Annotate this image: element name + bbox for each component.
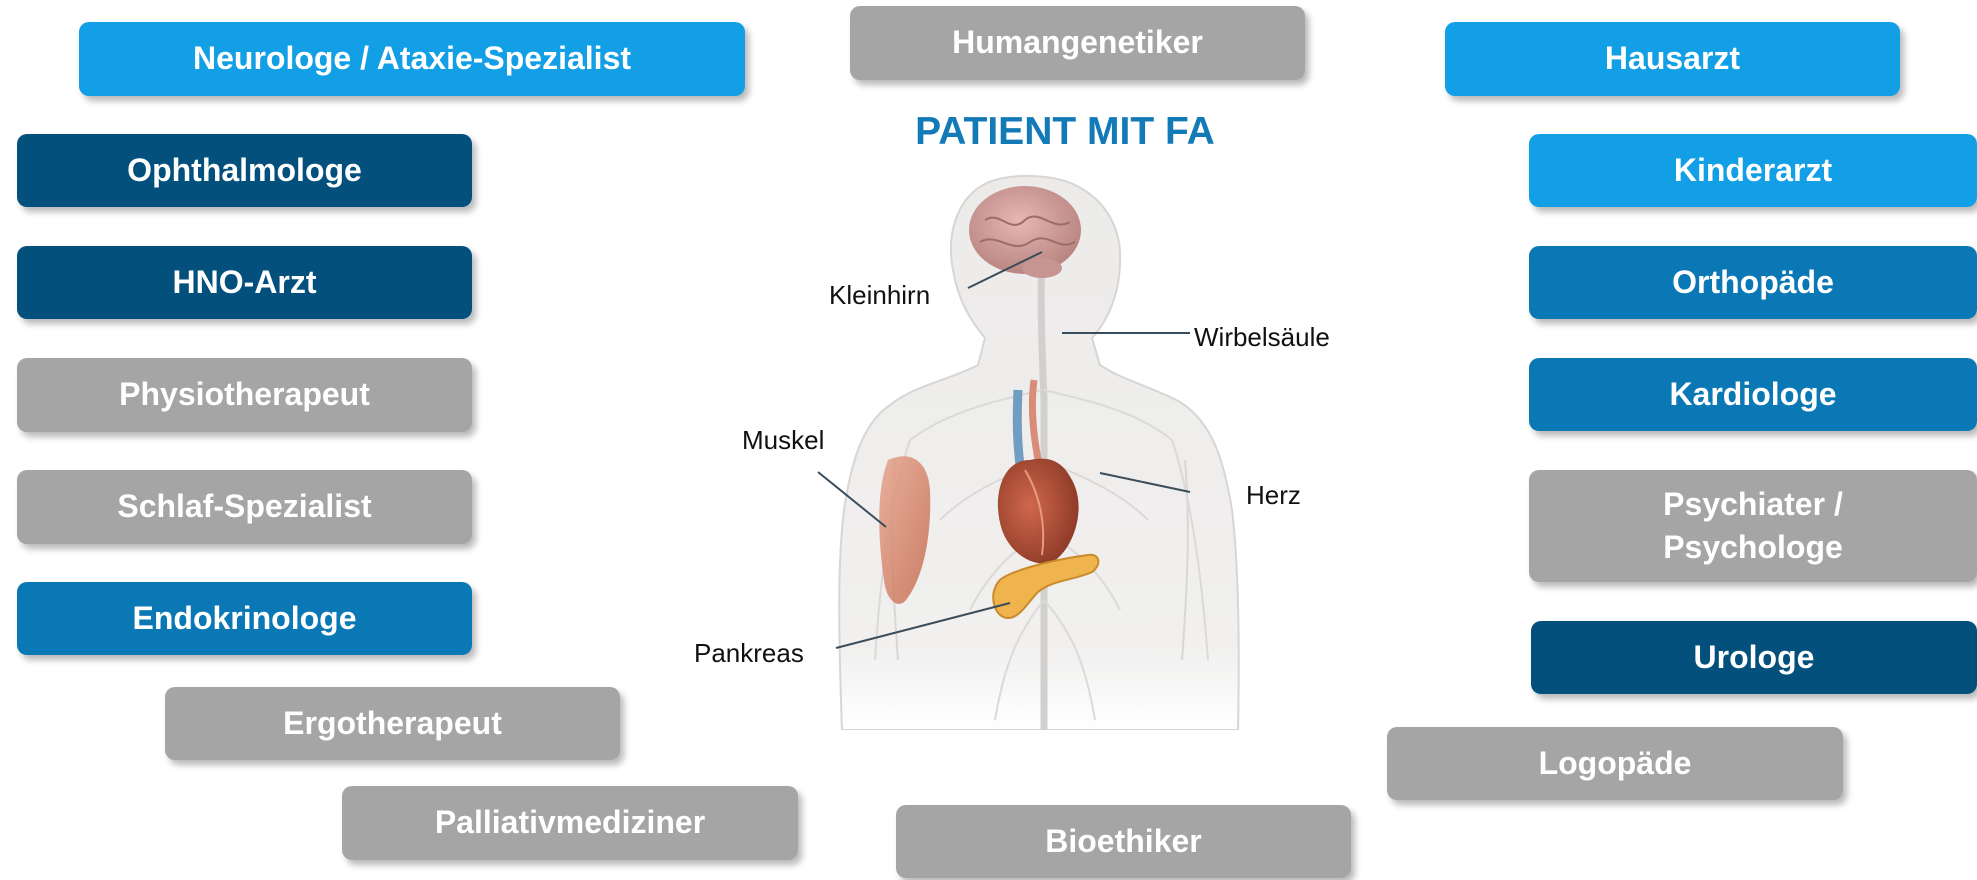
box-hausarzt[interactable]: Hausarzt [1445,22,1900,96]
box-ophthalmologe[interactable]: Ophthalmologe [17,134,472,207]
box-endokrinologe[interactable]: Endokrinologe [17,582,472,655]
label-muskel: Muskel [742,425,824,456]
label-herz: Herz [1246,480,1301,511]
box-psychiater-psychologe[interactable]: Psychiater / Psychologe [1529,470,1977,582]
box-ergotherapeut[interactable]: Ergotherapeut [165,687,620,760]
label-pankreas: Pankreas [694,638,804,669]
anatomy-figure [820,160,1260,730]
box-neurologe[interactable]: Neurologe / Ataxie-Spezialist [79,22,745,96]
box-palliativmediziner[interactable]: Palliativmediziner [342,786,798,860]
label-wirbelsaeule: Wirbelsäule [1194,322,1330,353]
box-schlaf-spezialist[interactable]: Schlaf-Spezialist [17,470,472,544]
box-kardiologe[interactable]: Kardiologe [1529,358,1977,431]
box-urologe[interactable]: Urologe [1531,621,1977,694]
label-kleinhirn: Kleinhirn [829,280,930,311]
box-orthopaede[interactable]: Orthopäde [1529,246,1977,319]
box-bioethiker[interactable]: Bioethiker [896,805,1351,878]
box-physiotherapeut[interactable]: Physiotherapeut [17,358,472,432]
box-logopaede[interactable]: Logopäde [1387,727,1843,800]
diagram-title: PATIENT MIT FA [850,110,1280,154]
box-kinderarzt[interactable]: Kinderarzt [1529,134,1977,207]
box-humangenetiker[interactable]: Humangenetiker [850,6,1305,80]
box-hno-arzt[interactable]: HNO-Arzt [17,246,472,319]
